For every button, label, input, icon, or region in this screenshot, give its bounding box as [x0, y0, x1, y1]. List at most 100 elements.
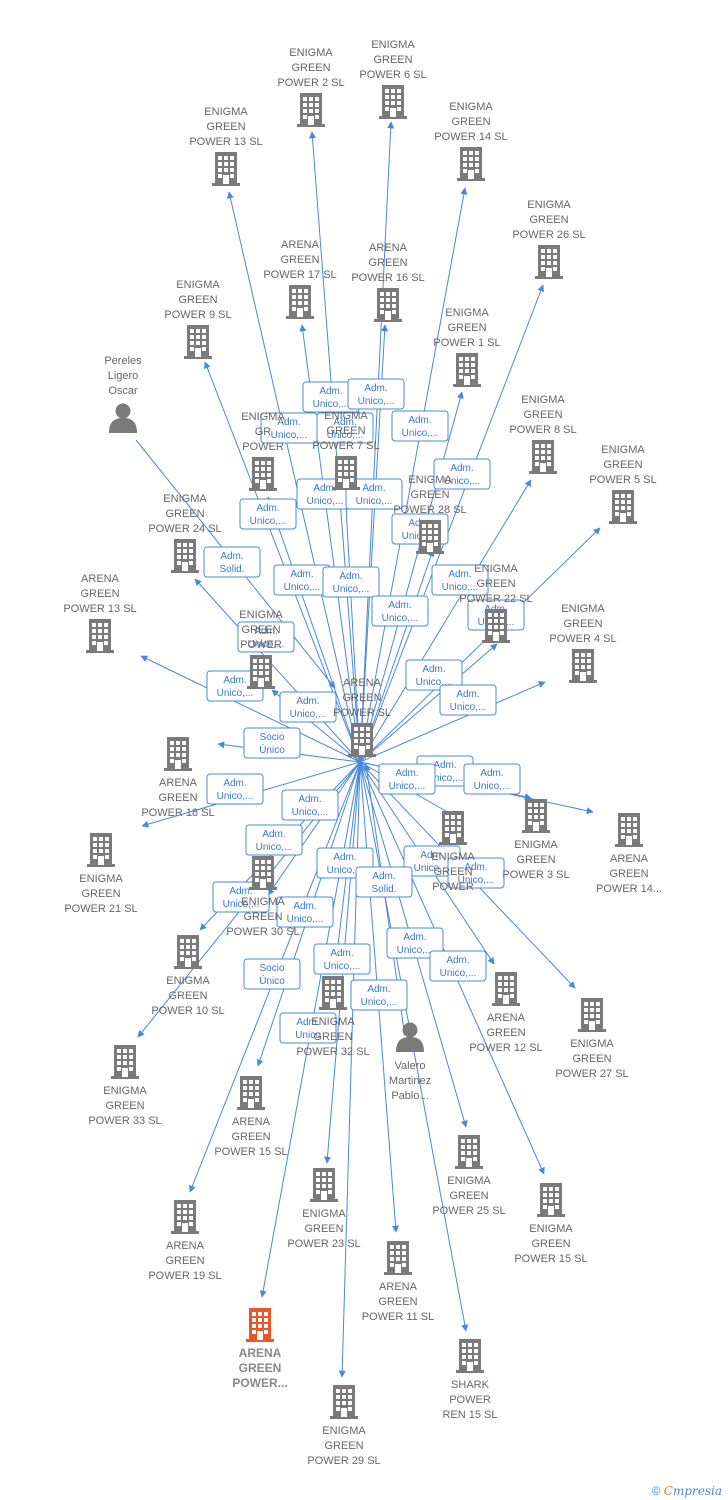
edge-role-badge[interactable]: Adm.Unico,...	[447, 857, 505, 889]
edge-role-text: Único	[259, 743, 285, 756]
node-label: ENIGMA	[176, 279, 220, 291]
node-label: POWER 13 SL	[63, 603, 136, 615]
node-label: ENIGMA	[601, 444, 645, 456]
edge-role-badge[interactable]: Adm.Unico,...	[279, 691, 337, 723]
edge-role-badge[interactable]: Adm.Solid.	[355, 866, 413, 898]
node-label: GREEN	[410, 489, 449, 501]
edge-role-badge[interactable]: Adm.Unico,...	[316, 412, 374, 444]
node-label: POWER 25 SL	[432, 1205, 505, 1217]
edge-role-text: Unico,...	[389, 781, 426, 792]
edge-role-badge[interactable]: Adm.Solid.	[203, 546, 261, 578]
edge-role-badge[interactable]: Adm.Unico,...	[281, 789, 339, 821]
edge-role-text: Adm.	[446, 955, 469, 966]
edge-role-badge[interactable]: Adm.Unico,...	[313, 943, 371, 975]
building-icon	[482, 609, 510, 643]
edge-role-badge[interactable]: Adm.Unico,...	[433, 458, 491, 490]
node-label: POWER 8 SL	[509, 424, 576, 436]
node-label: ARENA	[159, 777, 198, 789]
edge-role-badge[interactable]: Adm.Unico,...	[429, 950, 487, 982]
node-label: Oscar	[108, 385, 138, 397]
node-label: POWER 6 SL	[359, 69, 426, 81]
edge-role-text: Adm.	[420, 850, 443, 861]
node-ar_hl[interactable]: ARENAGREENPOWER...	[232, 1308, 288, 1390]
node-label: ENIGMA	[103, 1085, 147, 1097]
edge-role-badge[interactable]: Adm.Unico,...	[378, 763, 436, 795]
edge-role-text: Adm.	[296, 696, 319, 707]
edge-role-badge[interactable]: Adm.Unico,...	[350, 979, 408, 1011]
empresia-copyright[interactable]: © Cmpresia	[652, 1484, 722, 1498]
edge-role-badge[interactable]: Adm.Unico,...	[345, 478, 403, 510]
edge-role-text: Unico,...	[444, 476, 481, 487]
edge-role-badge[interactable]: Adm.Unico,...	[239, 498, 297, 530]
edge-role-badge[interactable]: Adm.Unico	[279, 1012, 337, 1044]
building-icon	[537, 1183, 565, 1217]
edge-role-badge[interactable]: Adm.Unico,...	[405, 659, 463, 691]
node-label: GREEN	[81, 888, 120, 900]
edge-role-text: Adm.	[254, 626, 277, 637]
edge-role-badge[interactable]: Adm.Unico,...	[206, 773, 264, 805]
node-label: GREEN	[80, 588, 119, 600]
edge-role-badge[interactable]: Adm.Unico,...	[391, 410, 449, 442]
edge-role-badge[interactable]: Adm.Unico,...	[237, 621, 295, 653]
edge-role-badge[interactable]: Adm.Unico,...	[463, 763, 521, 795]
edge-role-badge[interactable]: Adm.Unico,...	[276, 896, 334, 928]
edge-role-text: Único	[259, 974, 285, 987]
edge-role-badge[interactable]: Adm.Unico,...	[273, 564, 331, 596]
node-label: Pereles	[104, 355, 142, 367]
edge-role-badge[interactable]: Adm.Unico,...	[439, 684, 497, 716]
node-valero[interactable]: ValeroMartinezPablo...	[389, 1022, 431, 1103]
edge-role-badge[interactable]: Adm.Unico,...	[371, 595, 429, 627]
node-label: GREEN	[326, 425, 365, 437]
edge-role-badge[interactable]: Adm.Unico,...	[322, 566, 380, 598]
edge-role-badge[interactable]: Adm.Unico,...	[347, 378, 405, 410]
edge-role-badge[interactable]: Adm.Unico,...	[245, 824, 303, 856]
edge-center-to-eg13	[227, 191, 361, 763]
edge-role-badge[interactable]: Adm.Unico,...	[206, 670, 264, 702]
edge-role-badge[interactable]: Adm.Unico,...	[403, 845, 461, 877]
edge-role-badge[interactable]: Adm.Unico,...	[431, 564, 489, 596]
edge-role-badge[interactable]: Adm.Unico,...	[386, 927, 444, 959]
